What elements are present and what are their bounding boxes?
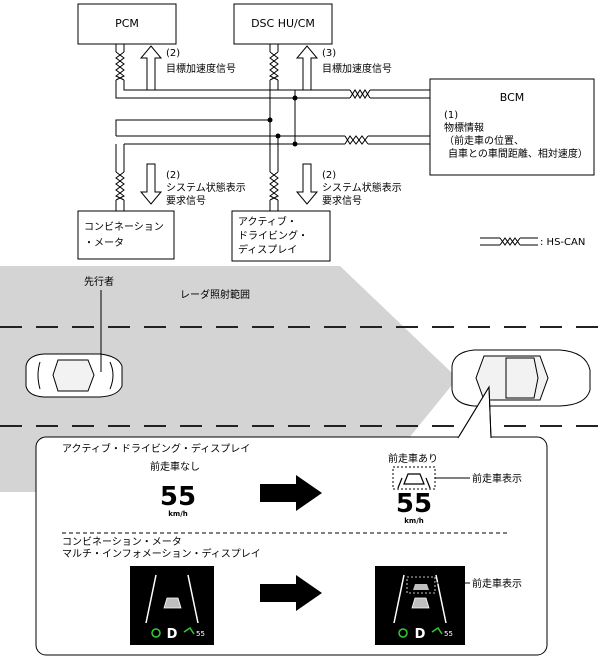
with-vehicle-label: 前走車あり (388, 452, 438, 465)
bcm-label: BCM (500, 91, 525, 104)
dsc-label: DSC HU/CM (251, 17, 315, 30)
transition-arrow-mid (260, 575, 322, 611)
own-vehicle (451, 349, 591, 407)
add-label-1: アクティブ・ (238, 215, 297, 228)
arrow-down-add (295, 163, 319, 205)
signal-labels: (2) 目標加速度信号 (3) 目標加速度信号 (1) 物標情報 （前走車の位置… (166, 48, 588, 207)
signal-3-dsc-name: 目標加速度信号 (322, 62, 392, 75)
arrow-down-meter (139, 163, 163, 205)
signal-2-meter-name: システム状態表示 (166, 181, 246, 194)
signal-2-pcm-name: 目標加速度信号 (166, 62, 236, 75)
mid-screen-left: D 55 (130, 566, 214, 645)
add-section-title: アクティブ・ドライビング・ディスプレイ (62, 442, 250, 455)
transition-arrow-add (260, 475, 322, 511)
add-speed-unit-right: km/h (404, 517, 424, 525)
signal-2-meter-name-2: 要求信号 (166, 195, 206, 207)
mid-gear-right: D (415, 627, 426, 642)
pcm-unit: PCM (77, 3, 177, 45)
signal-2-meter-num: (2) (166, 170, 180, 181)
signal-1-bcm-name: 物標情報 (444, 121, 484, 134)
radar-range-label: レーダ照射範囲 (180, 288, 250, 301)
mid-gear-left: D (167, 627, 178, 642)
add-unit: アクティブ・ ドライビング・ ディスプレイ (231, 210, 331, 262)
leading-vehicle (25, 353, 123, 398)
dsc-unit: DSC HU/CM (233, 3, 333, 45)
arrow-up-pcm (139, 45, 163, 91)
signal-3-dsc-num: (3) (322, 48, 336, 59)
radar-range-area (0, 266, 452, 492)
signal-1-bcm-detail-1: （前走車の位置、 (444, 134, 524, 147)
add-label-3: ディスプレイ (238, 243, 297, 256)
hs-can-legend: : HS-CAN (480, 237, 585, 248)
add-label-2: ドライビング・ (238, 229, 308, 242)
mid-screen-right: D 55 (375, 566, 465, 645)
no-vehicle-label: 前走車なし (150, 460, 200, 473)
add-speed-left: 55 (160, 482, 196, 512)
signal-1-bcm-detail-2: 自車との車間距離、相対速度） (448, 147, 588, 160)
junction-dots (267, 95, 298, 147)
add-vehicle-display-label: 前走車表示 (472, 472, 522, 485)
leader-label: 先行者 (84, 275, 114, 288)
meter-label-2: ・メータ (84, 237, 124, 249)
meter-section-title-1: コンビネーション・メータ (62, 536, 182, 548)
mid-speed-left: 55 (196, 630, 205, 638)
arrow-up-dsc (295, 45, 319, 91)
add-speed-unit-left: km/h (168, 510, 188, 518)
signal-2-pcm-num: (2) (166, 48, 180, 59)
bcm-unit: BCM (429, 78, 595, 176)
add-vehicle-icon (392, 466, 436, 490)
hs-can-legend-label: : HS-CAN (540, 237, 585, 248)
meter-label-1: コンビネーション (84, 221, 164, 233)
signal-2-add-num: (2) (322, 170, 336, 181)
signal-1-bcm-num: (1) (444, 110, 458, 121)
meter-unit: コンビネーション ・メータ (77, 210, 175, 260)
mid-speed-right: 55 (444, 630, 453, 638)
signal-2-add-name-2: 要求信号 (322, 195, 362, 207)
signal-arrows (139, 45, 319, 205)
leader-callout: 先行者 (84, 275, 114, 372)
pcm-label: PCM (115, 17, 139, 30)
lane-markings (0, 326, 602, 427)
twisted-pair-symbols (115, 51, 371, 201)
add-speed-right: 55 (396, 489, 432, 519)
mid-vehicle-display-label: 前走車表示 (472, 577, 522, 590)
signal-2-add-name: システム状態表示 (322, 181, 402, 194)
meter-section-title-2: マルチ・インフォメーション・ディスプレイ (62, 547, 261, 560)
can-bus-wiring (115, 44, 430, 211)
